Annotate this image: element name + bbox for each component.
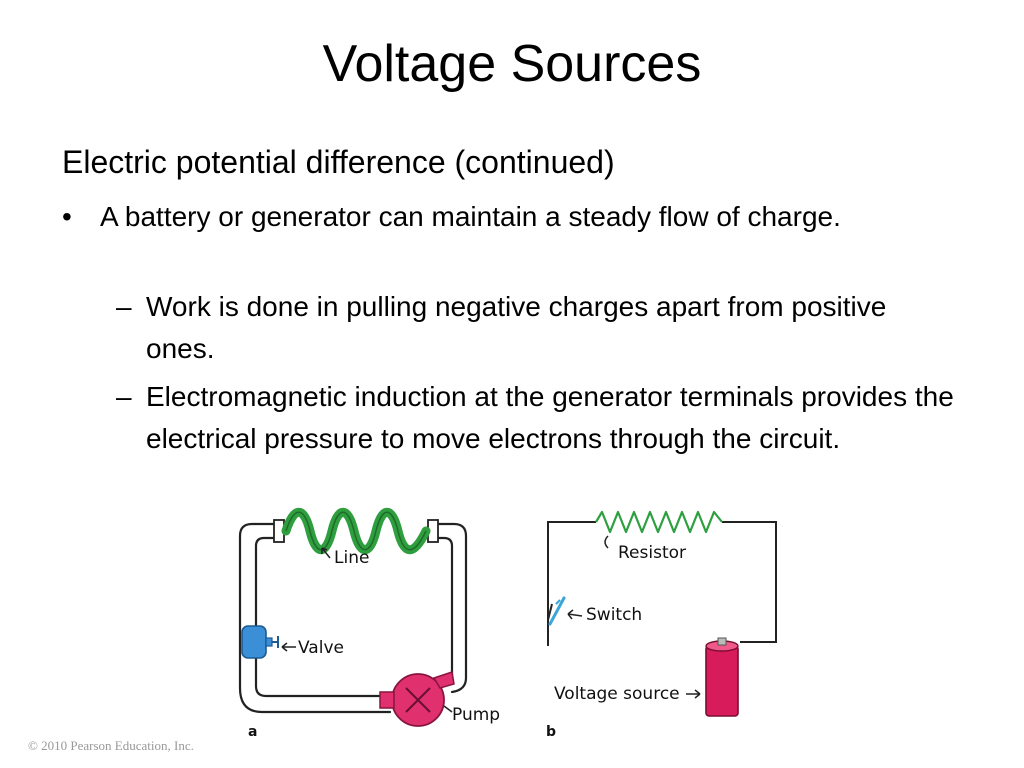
slide-title: Voltage Sources [322, 35, 702, 93]
valve-label-arrow [281, 642, 296, 652]
panel-a: Line Valve Pump a [238, 507, 500, 740]
sub-bullet-item: – Electromagnetic induction at the gener… [116, 376, 956, 460]
circuit-figure: Line Valve Pump a [238, 507, 777, 740]
line-label: Line [334, 548, 369, 568]
coiled-line-icon [281, 507, 431, 555]
valve-icon [241, 625, 279, 659]
pump-label-arrow [443, 705, 453, 713]
voltage-source-label: Voltage source [554, 684, 680, 704]
sub-bullet-marker: – [116, 381, 132, 412]
bullet-marker: • [62, 201, 72, 232]
sub-bullet-text: Electromagnetic induction at the generat… [146, 381, 954, 454]
bullet-item: • A battery or generator can maintain a … [62, 196, 942, 238]
copyright-notice: © 2010 Pearson Education, Inc. [28, 738, 194, 753]
sub-bullet-text: Work is done in pulling negative charges… [146, 291, 887, 364]
pipe-loop-icon [238, 522, 468, 714]
sub-bullet-marker: – [116, 291, 132, 322]
pump-icon [379, 671, 455, 727]
line-label-arrow [321, 547, 331, 559]
sub-bullet-item: – Work is done in pulling negative charg… [116, 286, 956, 370]
section-heading: Electric potential difference (continued… [62, 144, 615, 180]
panel-b-letter: b [546, 724, 556, 740]
valve-label: Valve [298, 638, 344, 658]
panel-b: Resistor Switch Voltage source b [546, 510, 777, 740]
resistor-label-arrow [604, 535, 609, 549]
resistor-zigzag-icon [595, 510, 723, 534]
panel-a-letter: a [248, 724, 257, 740]
bullet-text: A battery or generator can maintain a st… [100, 201, 841, 232]
battery-icon [705, 637, 739, 717]
switch-label-arrow [567, 609, 583, 620]
switch-icon [548, 596, 566, 626]
wire-loop-icon [547, 521, 777, 646]
voltage-source-label-arrow [686, 689, 701, 699]
switch-label: Switch [586, 605, 642, 625]
resistor-label: Resistor [618, 543, 686, 563]
pump-label: Pump [452, 705, 500, 725]
